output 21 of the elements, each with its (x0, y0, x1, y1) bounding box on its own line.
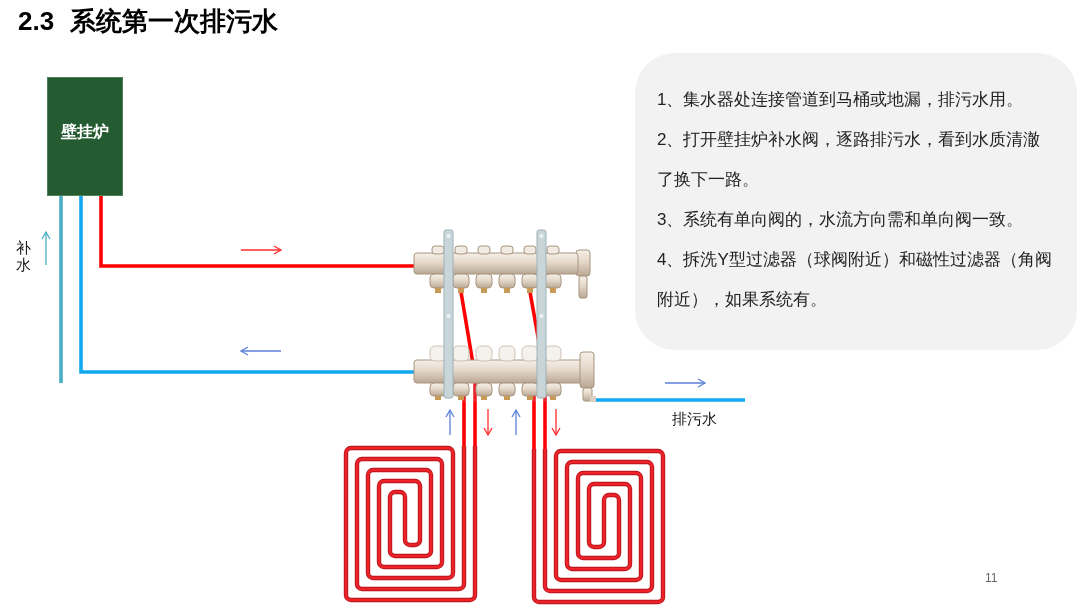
note-text: 2、打开壁挂炉补水阀，逐路排污水，看到水质清澈了换下一路。 (657, 129, 1042, 191)
pipe-line (596, 398, 745, 402)
boiler-box (47, 77, 123, 196)
boiler-label: 壁挂炉 (61, 122, 109, 142)
manifold-drawing (414, 226, 596, 402)
pipe-line (99, 196, 414, 268)
pipe-line (543, 402, 547, 449)
pipe-line (79, 196, 414, 374)
pipe-line (473, 402, 477, 446)
pipe-line (532, 402, 536, 449)
page-number: 11 (985, 571, 998, 585)
title: 2.3 系统第一次排污水 (18, 5, 279, 38)
pipe-line (462, 402, 466, 446)
pipe-line (59, 196, 63, 383)
heating-coil-drawing (343, 446, 478, 603)
heating-coil-drawing (531, 449, 666, 605)
edge-label: 补水 (16, 240, 31, 273)
note-text: 1、集水器处连接管道到马桶或地漏，排污水用。 (657, 89, 1025, 111)
note-text: 3、系统有单向阀的，水流方向需和单向阀一致。 (657, 209, 1025, 231)
note-text: 4、拆洗Y型过滤器（球阀附近）和磁性过滤器（角阀附近），如果系统有。 (657, 249, 1053, 311)
edge-label: 排污水 (672, 411, 717, 427)
